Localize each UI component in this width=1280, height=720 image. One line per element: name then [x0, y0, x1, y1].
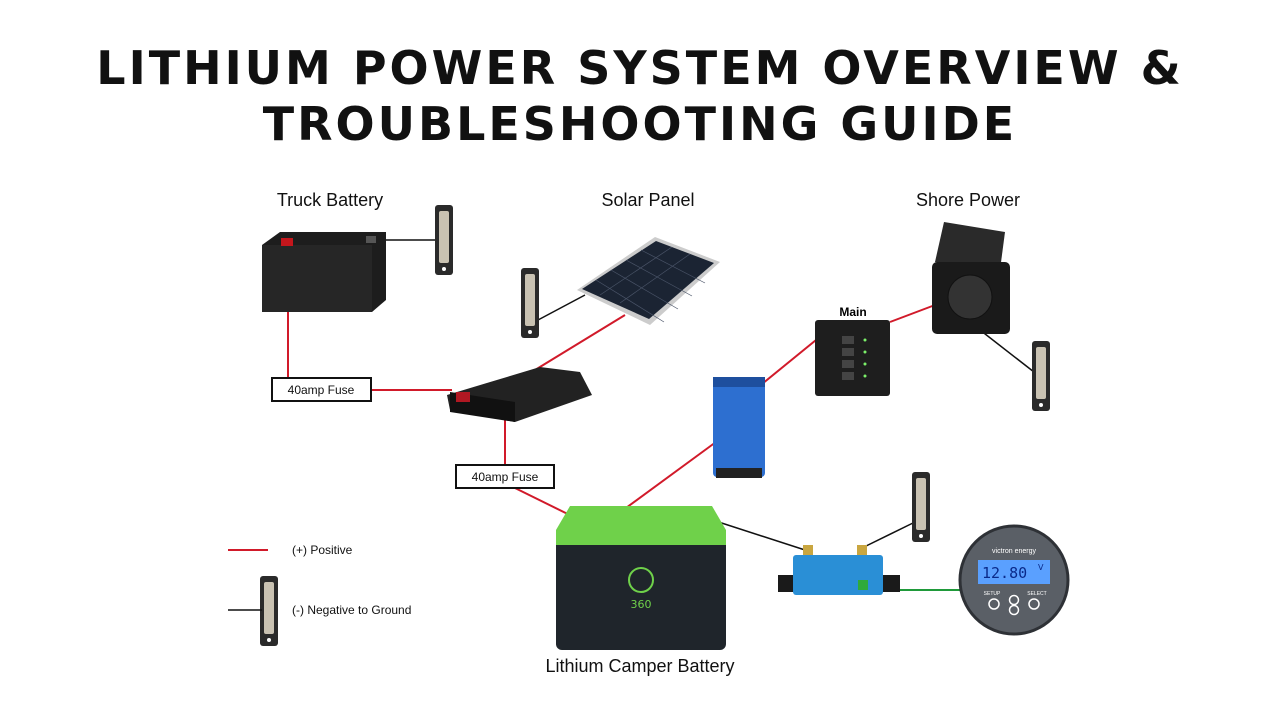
ground-busbar-icon: [521, 268, 539, 338]
fuse-1: 40amp Fuse: [271, 377, 372, 402]
title-line-1: LITHIUM POWER SYSTEM OVERVIEW &: [96, 41, 1183, 95]
shore-power-inlet: Shore Power: [916, 190, 1020, 334]
select-button[interactable]: [1028, 598, 1040, 610]
legend-positive-label: (+) Positive: [292, 543, 353, 557]
dcdc-charger: [447, 367, 592, 422]
wire-charger-to-main: [761, 339, 817, 385]
truck-battery: Truck Battery: [262, 190, 386, 312]
fuse-2: 40amp Fuse: [455, 464, 555, 489]
ground-busbar-icon: [1032, 341, 1050, 411]
shore-power-label: Shore Power: [916, 190, 1020, 210]
ground-busbar-icon: [435, 205, 453, 275]
smartshunt: [778, 545, 900, 595]
solar-panel: Solar Panel: [577, 190, 720, 325]
monitor-screen: [978, 560, 1050, 584]
wire-solar-to-dcdc: [534, 314, 626, 371]
monitor-brand: victron energy: [992, 548, 1036, 555]
main-breaker-panel: Main: [815, 305, 890, 396]
truck-battery-label: Truck Battery: [277, 190, 383, 210]
title-line-2: TROUBLESHOOTING GUIDE: [263, 97, 1017, 151]
fuse-1-label: 40amp Fuse: [288, 383, 355, 397]
lithium-battery-label: Lithium Camper Battery: [545, 656, 734, 676]
victron-charger: [713, 377, 765, 478]
solar-panel-label: Solar Panel: [601, 190, 694, 210]
monitor-setup-label: SETUP: [984, 591, 1001, 597]
legend: (+) Positive (-) Negative to Ground: [228, 543, 411, 617]
lithium-camper-battery: 360 Lithium Camper Battery: [545, 506, 735, 676]
main-panel-label: Main: [839, 305, 866, 319]
wire-main-to-shore: [889, 304, 936, 323]
legend-negative-label: (-) Negative to Ground: [292, 603, 411, 617]
down-button[interactable]: [1008, 604, 1020, 616]
ground-busbar-icon: [260, 576, 278, 646]
fuse-2-label: 40amp Fuse: [472, 470, 539, 484]
setup-button[interactable]: [988, 598, 1000, 610]
monitor-unit: V: [1038, 563, 1044, 572]
battery-monitor: victron energy 12.80 V SETUP SELECT: [958, 524, 1070, 636]
battery-logo: 360: [631, 598, 652, 611]
ground-busbar-icon: [912, 472, 930, 542]
monitor-select-label: SELECT: [1027, 591, 1046, 597]
up-button[interactable]: [1008, 594, 1020, 606]
monitor-reading: 12.80: [982, 564, 1027, 582]
